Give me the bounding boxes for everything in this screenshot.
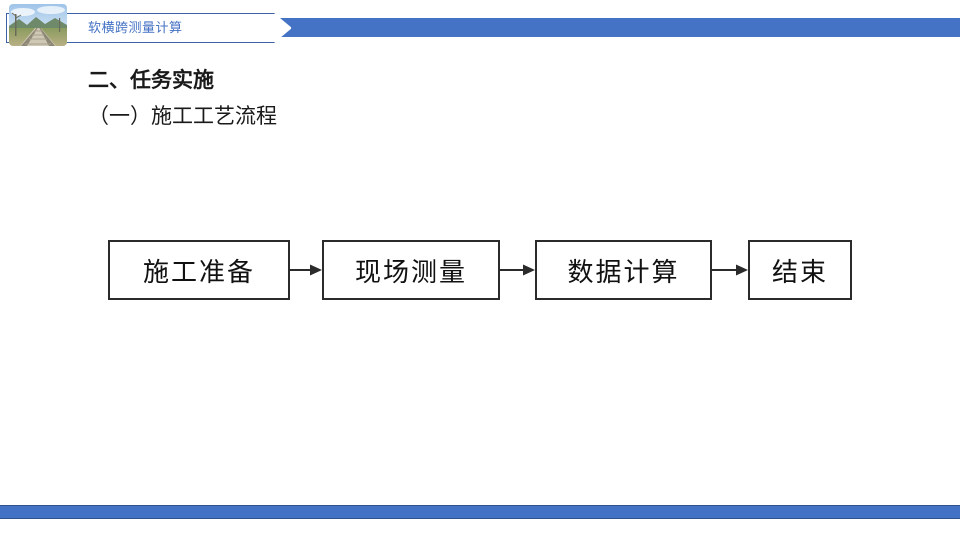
slide-header: 软横跨测量计算 — [0, 0, 960, 56]
flow-step-label: 结束 — [771, 257, 828, 288]
header-accent-bar — [278, 18, 960, 37]
arrow-right-icon — [712, 262, 748, 278]
flow-step-box: 数据计算 — [535, 240, 712, 300]
process-flow-diagram: 施工准备 现场测量 数据计算 结束 — [100, 232, 870, 312]
slide-content: 二、任务实施 （一）施工工艺流程 施工准备 现场测量 数据计算 — [0, 56, 960, 496]
flow-step-box: 现场测量 — [322, 240, 500, 300]
arrow-right-icon — [500, 262, 535, 278]
flow-step-box: 结束 — [748, 240, 852, 300]
footer-accent-bar — [0, 505, 960, 519]
arrow-right-icon — [290, 262, 322, 278]
railway-track-photo — [9, 4, 67, 46]
header-banner-title: 软横跨测量计算 — [88, 21, 183, 36]
flow-step-label: 数据计算 — [567, 257, 680, 288]
flow-step-box: 施工准备 — [108, 240, 290, 300]
page-subtitle: （一）施工工艺流程 — [88, 104, 277, 128]
flow-step-label: 现场测量 — [354, 257, 467, 288]
flow-step-label: 施工准备 — [142, 257, 255, 288]
page-title: 二、任务实施 — [88, 68, 214, 92]
